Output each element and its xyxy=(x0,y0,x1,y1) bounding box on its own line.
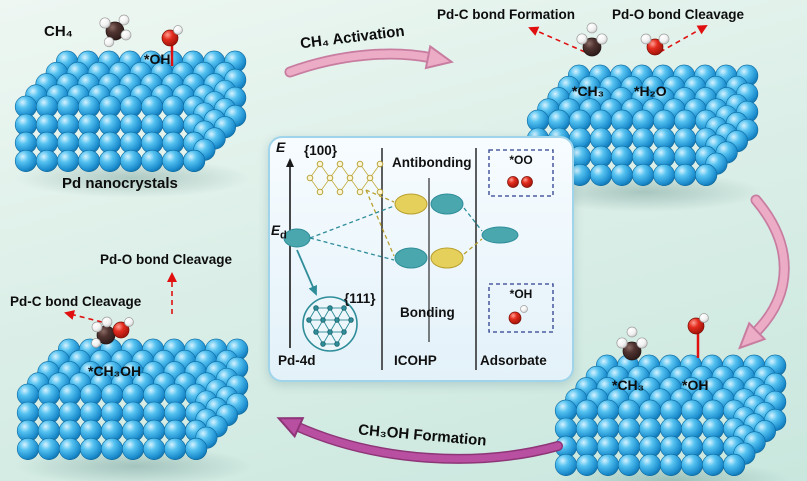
oh-adsorbate-label-inset: *OH xyxy=(509,287,533,301)
oh-adsorbate-br xyxy=(687,313,709,335)
cycle-arrow-top xyxy=(286,44,454,76)
ch3-adsorbate-tr xyxy=(576,22,608,57)
h2o-adsorbate-tr xyxy=(640,33,670,56)
cohp-diagram xyxy=(283,148,554,370)
ch4-gas-label: CH₄ xyxy=(44,23,73,40)
bonding-lobe-right xyxy=(430,247,464,269)
pd-4d-label: Pd-4d xyxy=(278,353,316,368)
hydrogen-atom xyxy=(520,305,528,313)
adsorbate-state-lobe xyxy=(481,226,519,244)
bonding-lobe-left xyxy=(394,247,428,269)
adsorbate-box-oh xyxy=(488,283,554,333)
d-band-sub: d xyxy=(280,229,287,242)
bonding-label: Bonding xyxy=(400,305,455,320)
pdo-cleavage-label-bl: Pd-O bond Cleavage xyxy=(100,252,233,267)
ch3oh-adsorbate-label: *CH₃OH xyxy=(88,363,142,379)
cycle-arrow-bottom xyxy=(276,417,562,463)
oh-adsorbate-tl xyxy=(161,25,183,47)
antibonding-lobe-left xyxy=(394,193,428,215)
facet-100-label: {100} xyxy=(304,143,338,158)
h2o-adsorbate-label-tr: *H₂O xyxy=(634,83,667,99)
cohp-inset-panel: E {100} Ed {111} Pd-4d Antibonding Bondi… xyxy=(268,136,574,382)
d-band-lobe xyxy=(283,228,311,248)
connector xyxy=(365,189,395,203)
d-band-to-111-arrow xyxy=(296,249,317,296)
facet-111-cluster xyxy=(306,305,354,347)
ch3oh-adsorbate-bl xyxy=(91,316,134,348)
connector xyxy=(365,189,395,257)
connector xyxy=(463,207,483,232)
pdc-cleavage-label-bl: Pd-C bond Cleavage xyxy=(10,294,142,309)
adsorbate-box-oo xyxy=(488,149,554,197)
oxygen-atom xyxy=(508,311,522,325)
icohp-label: ICOHP xyxy=(394,353,437,368)
connector xyxy=(309,205,395,239)
pdc-formation-label: Pd-C bond Formation xyxy=(437,7,575,22)
facet-100-lattice xyxy=(306,160,384,196)
antibonding-lobe-right xyxy=(430,193,464,215)
connector xyxy=(309,237,395,261)
pd-slab-top-right xyxy=(526,64,759,186)
oo-adsorbate-label: *OO xyxy=(509,153,533,167)
pdc-cleavage-arrow-bl xyxy=(64,310,103,323)
ch4-molecule xyxy=(99,14,132,48)
facet-111-label: {111} xyxy=(344,291,376,306)
pd-slab-bottom-left xyxy=(16,338,249,460)
connector xyxy=(463,238,483,255)
ch3-adsorbate-label-br: *CH₃ xyxy=(612,377,645,393)
pd-slab-top-left xyxy=(14,50,247,172)
pd-slab-bottom-right xyxy=(554,354,787,476)
oh-adsorbate-label-tl: *OH xyxy=(144,51,171,67)
d-band-center-label: Ed xyxy=(271,223,287,242)
energy-axis-label: E xyxy=(276,139,286,155)
antibonding-label: Antibonding xyxy=(392,155,472,170)
adsorbate-column-label: Adsorbate xyxy=(480,353,547,368)
ch3-adsorbate-label-tr: *CH₃ xyxy=(572,83,605,99)
ch3-adsorbate-br xyxy=(616,326,648,361)
pdo-cleavage-label-tr: Pd-O bond Cleavage xyxy=(612,7,745,22)
pd-nanocrystals-caption: Pd nanocrystals xyxy=(62,175,178,192)
d-band-base: E xyxy=(271,223,281,238)
oxygen-atom xyxy=(521,176,533,188)
oxygen-atom xyxy=(507,176,519,188)
pdc-formation-arrow xyxy=(528,26,586,53)
oh-adsorbate-label-br: *OH xyxy=(682,377,709,393)
cycle-arrow-right xyxy=(737,196,788,350)
